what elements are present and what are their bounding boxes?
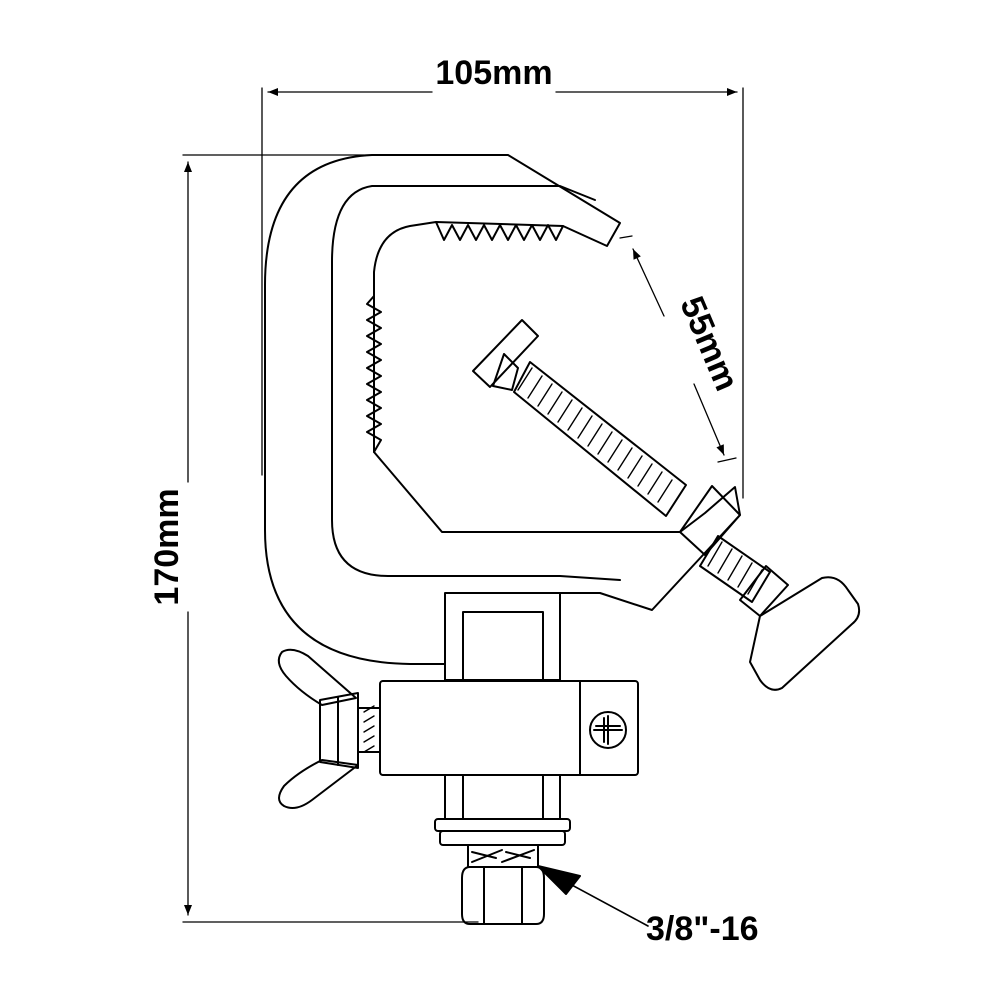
height-label: 170mm [148,488,186,605]
screw-bolt [472,319,687,517]
clamp-body-outer [264,154,741,681]
screw-bracket [679,485,741,556]
dimension-height [182,154,479,923]
clamp-body-inner [331,185,621,581]
thumb-screw-knob [749,576,861,691]
dimension-width [261,87,744,499]
wing-nut-lower-wing [278,759,359,809]
dimension-opening [619,235,737,463]
opening-label: 55mm [672,291,745,396]
wing-nut-thread [357,707,381,753]
bolt-threads [517,367,673,503]
thread-stud [467,844,539,868]
wing-nut [277,648,381,809]
thumb-screw-collar [739,565,789,617]
mounting-block [379,680,639,776]
thumb-screw [699,535,861,691]
hex-nut [461,866,545,925]
jaw-teeth-side [366,295,382,453]
lower-assembly [434,774,571,925]
width-label: 105mm [435,54,552,92]
bolt-head [472,319,539,388]
wing-nut-body [319,692,359,769]
washer-1 [434,818,571,832]
bolt-neck [492,353,519,391]
phillips-screw-icon [589,711,627,749]
thread-label: 3/8"-16 [646,910,759,948]
thumb-screw-shaft [699,535,771,603]
wing-nut-upper-wing [277,648,357,706]
bolt-shaft [513,361,687,517]
washer-2 [439,830,566,846]
thread-callout [537,865,649,927]
jaw-teeth-top [435,221,564,241]
spigot-stem [444,592,561,682]
